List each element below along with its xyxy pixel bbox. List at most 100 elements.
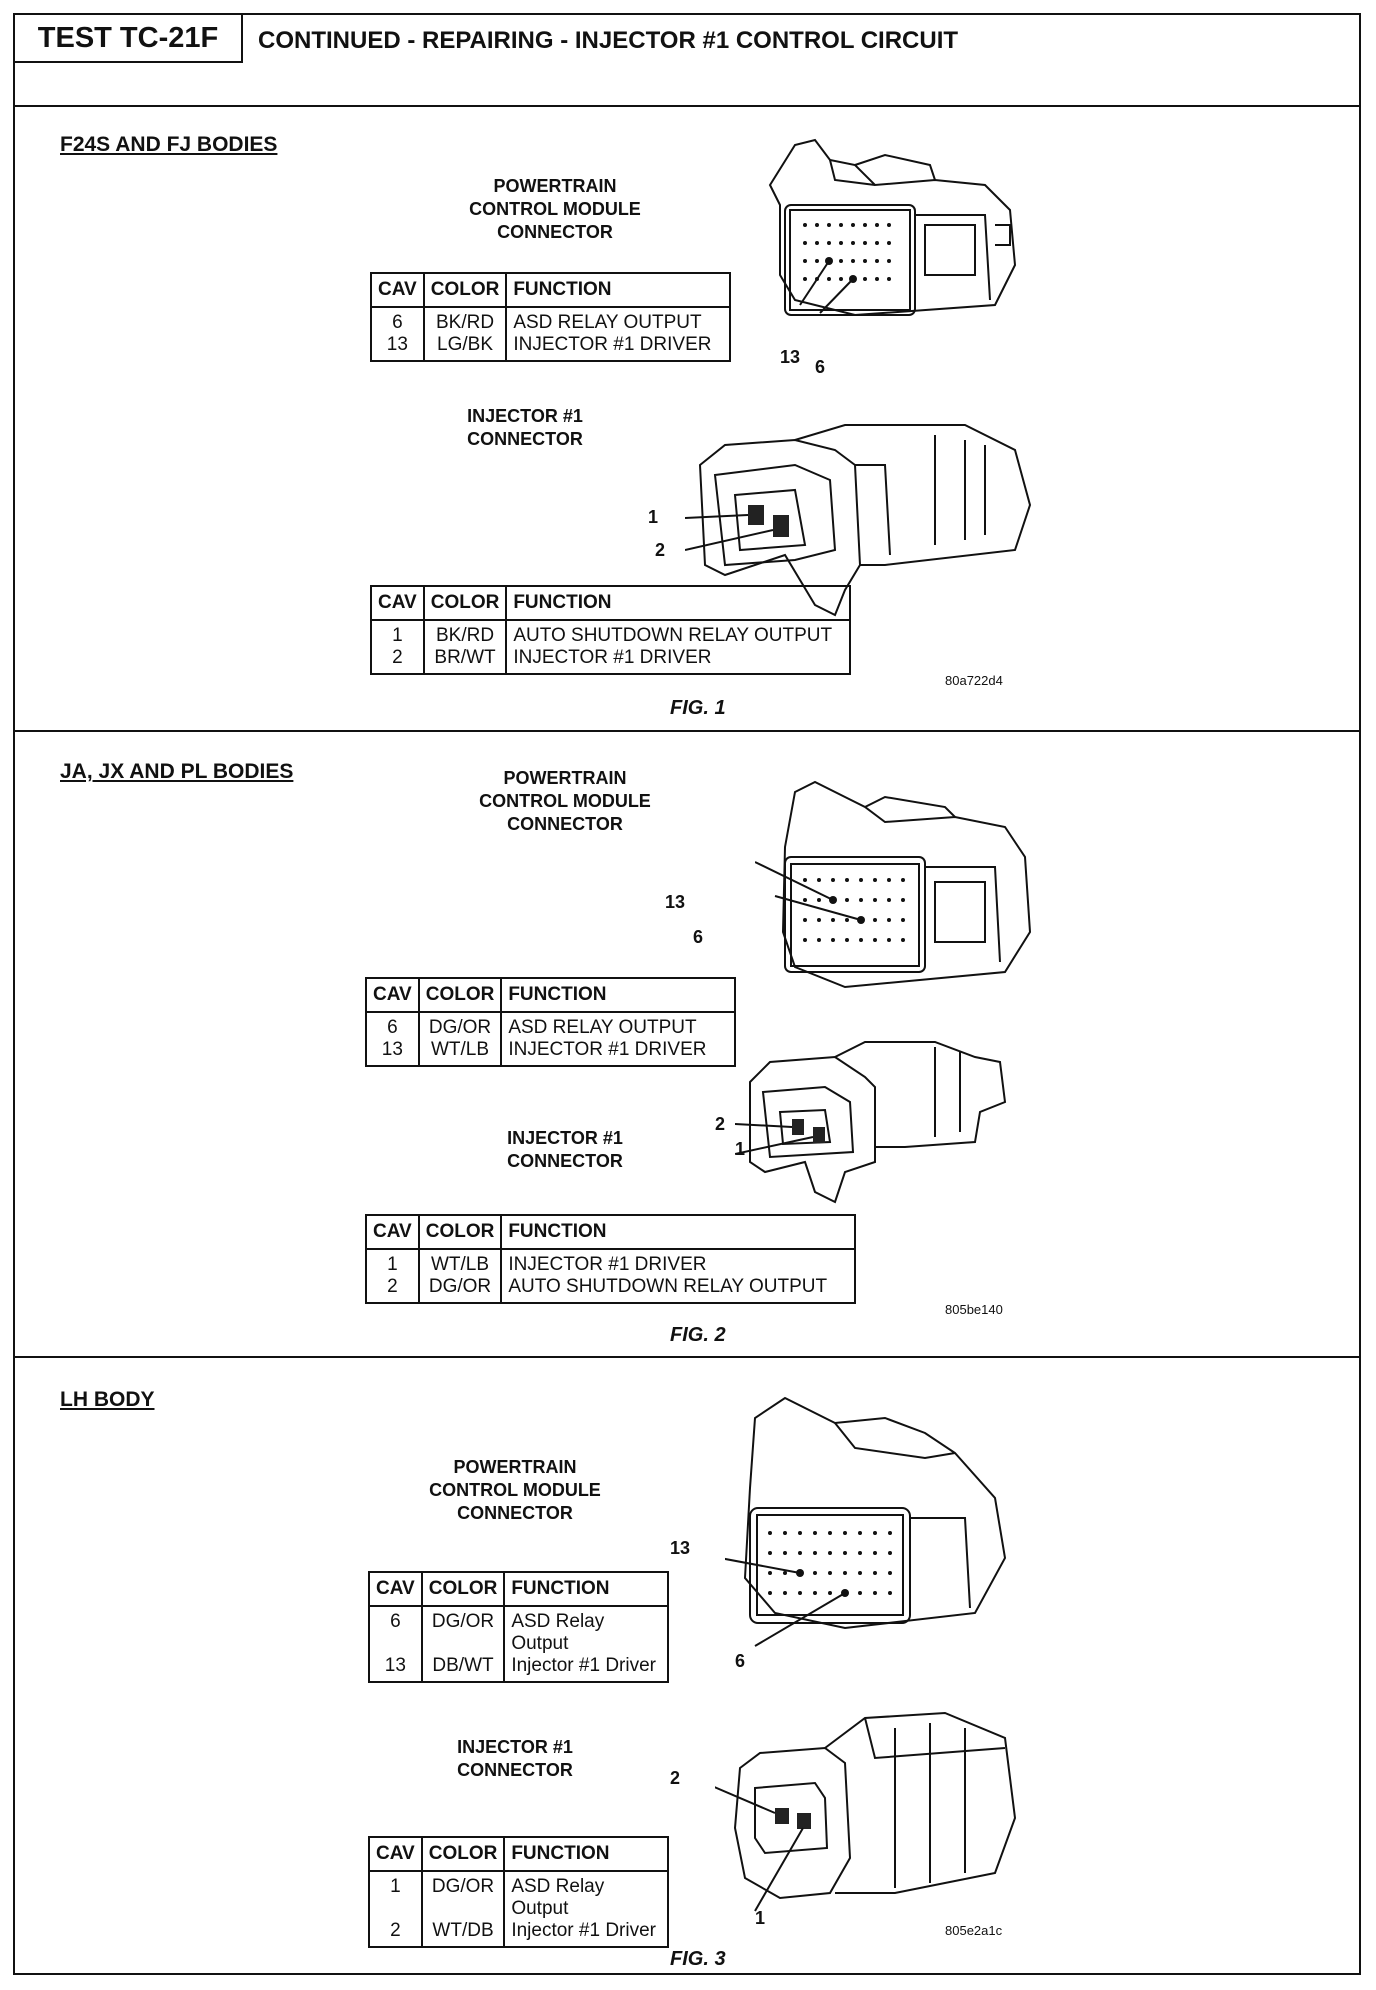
pcm-connector-drawing [755,780,1032,989]
pcm-connector-drawing [768,138,1017,317]
cell-color: DG/OR [417,1012,503,1039]
col-cav: CAV [368,1571,423,1607]
pcm-connector-caption: POWERTRAIN CONTROL MODULE CONNECTOR [469,176,641,242]
col-color: COLOR [420,1571,506,1607]
injector-connector-caption: INJECTOR #1 CONNECTOR [467,406,583,449]
cell-cav: 1 [368,1871,423,1920]
section-f24s-fj: F24S AND FJ BODIES POWERTRAIN CONTROL MO… [15,105,1359,732]
cell-cav: 6 [365,1012,420,1039]
cell-cav: 13 [370,334,425,362]
cell-cav: 13 [365,1039,420,1067]
cell-function: AUTO SHUTDOWN RELAY OUTPUT [500,1276,857,1304]
cell-color: BR/WT [422,647,508,675]
injector-connector-drawing [715,1711,1017,1912]
figure-label: FIG. 2 [670,1324,726,1346]
figure-code: 80a722d4 [945,673,1003,688]
cell-function: ASD RELAY OUTPUT [500,1012,737,1039]
col-cav: CAV [368,1836,423,1872]
pcm-connector-caption: POWERTRAIN CONTROL MODULE CONNECTOR [479,768,651,834]
cell-function: Injector #1 Driver [503,1655,670,1683]
cell-color: DG/OR [420,1606,506,1655]
cell-cav: 1 [370,620,425,647]
cell-cav: 2 [368,1920,423,1948]
cell-color: BK/RD [422,307,508,334]
cell-function: INJECTOR #1 DRIVER [505,647,852,675]
cell-function: ASD RELAY OUTPUT [505,307,732,334]
cell-cav: 6 [368,1606,423,1655]
figure-label: FIG. 1 [670,697,726,719]
cell-color: WT/LB [417,1039,503,1067]
pin-label: 13 [670,1538,691,1558]
cell-function: AUTO SHUTDOWN RELAY OUTPUT [505,620,852,647]
page-title: CONTINUED - REPAIRING - INJECTOR #1 CONT… [258,27,959,54]
pin-label: 13 [780,347,801,367]
cell-cav: 6 [370,307,425,334]
injector-connector-drawing [735,1041,1007,1204]
page-header: TEST TC-21F CONTINUED - REPAIRING - INJE… [15,15,1359,107]
col-color: COLOR [420,1836,506,1872]
test-id: TEST TC-21F [15,15,243,63]
injector-connector-drawing [685,424,1032,617]
col-color: COLOR [422,585,508,621]
section-title: F24S AND FJ BODIES [60,133,278,156]
cell-function: INJECTOR #1 DRIVER [500,1249,857,1276]
pin-label: 1 [755,1908,766,1928]
col-color: COLOR [417,977,503,1013]
pin-label: 6 [693,927,704,947]
figure-code: 805be140 [945,1302,1003,1317]
cell-cav: 2 [370,647,425,675]
pcm-connector-drawing [725,1396,1007,1647]
cell-color: LG/BK [422,334,508,362]
pin-label: 2 [670,1768,681,1788]
col-function: FUNCTION [503,1571,670,1607]
section-title: JA, JX AND PL BODIES [60,760,294,783]
col-function: FUNCTION [500,977,737,1013]
cell-color: DG/OR [417,1276,503,1304]
figure-label: FIG. 3 [670,1948,726,1970]
pin-label: 6 [735,1651,746,1671]
section-title: LH BODY [60,1388,155,1411]
cell-color: DB/WT [420,1655,506,1683]
cell-function: INJECTOR #1 DRIVER [500,1039,737,1067]
cell-function: INJECTOR #1 DRIVER [505,334,732,362]
col-cav: CAV [370,272,425,308]
cell-function: ASD Relay Output [503,1871,670,1920]
col-cav: CAV [365,977,420,1013]
col-color: COLOR [422,272,508,308]
figure-code: 805e2a1c [945,1923,1003,1938]
cell-color: BK/RD [422,620,508,647]
section-ja-jx-pl: JA, JX AND PL BODIES POWERTRAIN CONTROL … [15,732,1359,1358]
pin-label: 13 [665,892,686,912]
section-lh: LH BODY POWERTRAIN CONTROL MODULE CONNEC… [15,1358,1359,1975]
pin-label: 1 [648,507,659,527]
col-function: FUNCTION [505,585,852,621]
injector-connector-caption: INJECTOR #1 CONNECTOR [457,1737,573,1780]
injector-connector-caption: INJECTOR #1 CONNECTOR [507,1128,623,1171]
pin-label: 6 [815,357,826,377]
col-function: FUNCTION [503,1836,670,1872]
pin-label: 2 [715,1114,726,1134]
cell-color: WT/DB [420,1920,506,1948]
col-function: FUNCTION [505,272,732,308]
col-cav: CAV [370,585,425,621]
cell-cav: 13 [368,1655,423,1683]
cell-cav: 2 [365,1276,420,1304]
pin-label: 2 [655,540,666,560]
